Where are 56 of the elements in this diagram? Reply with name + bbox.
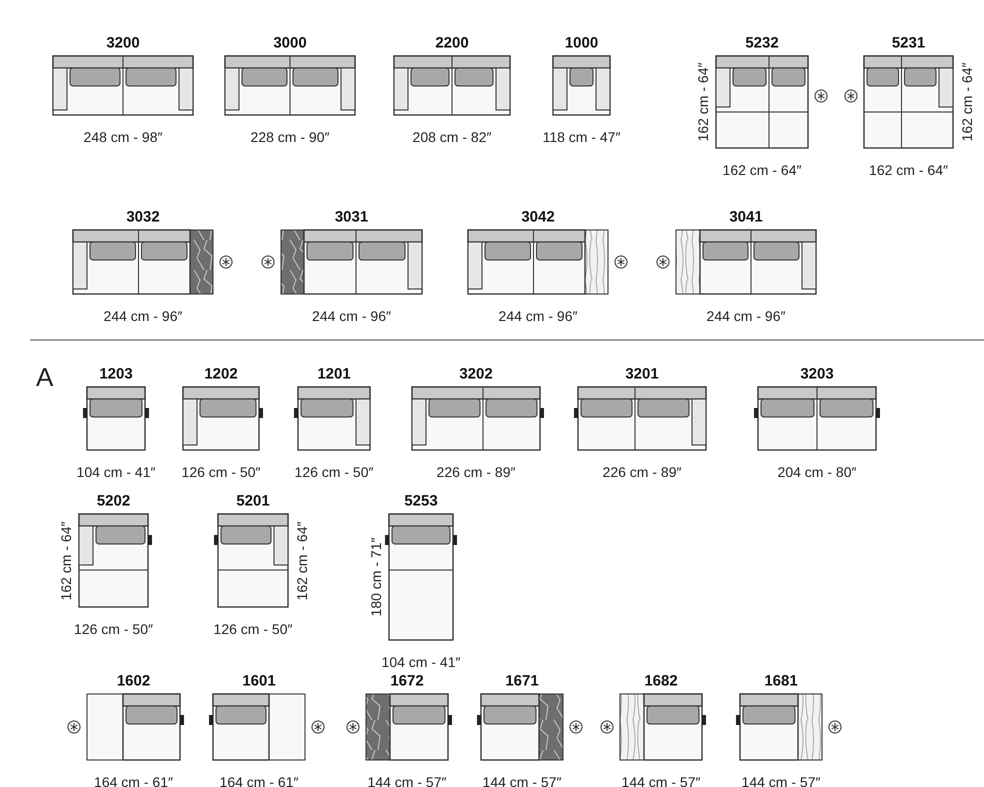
width-dimension: 228 cm - 90″ [250, 129, 330, 145]
width-dimension: 144 cm - 57″ [622, 774, 700, 787]
model-code: 1202 [204, 366, 238, 382]
model-code: 1672 [390, 672, 424, 690]
model-code: 1203 [99, 366, 133, 382]
width-dimension: 244 cm - 96″ [312, 308, 391, 324]
model-code: 1601 [242, 672, 276, 690]
width-dimension: 162 cm - 64″ [869, 162, 948, 178]
width-dimension: 126 cm - 50″ [294, 464, 374, 480]
width-dimension: 226 cm - 89″ [436, 464, 516, 480]
width-dimension: 126 cm - 50″ [182, 464, 260, 480]
width-dimension: 118 cm - 47″ [542, 129, 620, 145]
width-dimension: 248 cm - 98″ [84, 129, 162, 145]
width-dimension: 244 cm - 96″ [104, 308, 182, 324]
model-code: 1201 [317, 366, 351, 382]
section-letter: A [36, 362, 54, 393]
width-dimension: 162 cm - 64″ [722, 162, 802, 178]
model-code: 3203 [800, 366, 834, 382]
model-code: 5201 [236, 492, 270, 510]
model-code: 5232 [745, 34, 779, 52]
width-dimension: 104 cm - 41″ [382, 654, 460, 670]
width-dimension: 244 cm - 96″ [706, 308, 786, 324]
model-code: 3031 [334, 208, 368, 226]
model-code: 1681 [764, 672, 798, 690]
width-dimension: 164 cm - 61″ [94, 774, 173, 787]
width-dimension: 104 cm - 41″ [76, 464, 156, 480]
model-code: 1682 [644, 672, 678, 690]
model-code: 3041 [729, 208, 763, 226]
model-code: 3042 [521, 208, 555, 226]
depth-dimension: 162 cm - 64″ [695, 62, 711, 142]
model-code: 3202 [459, 366, 493, 382]
model-code: 1671 [505, 672, 539, 690]
model-code: 5253 [404, 492, 438, 510]
model-code: 2200 [435, 34, 469, 52]
width-dimension: 126 cm - 50″ [214, 621, 292, 637]
width-dimension: 144 cm - 57″ [742, 774, 820, 787]
width-dimension: 244 cm - 96″ [498, 308, 578, 324]
model-code: 1602 [116, 672, 150, 690]
width-dimension: 204 cm - 80″ [778, 464, 856, 480]
model-code: 3200 [106, 34, 140, 52]
width-dimension: 126 cm - 50″ [74, 621, 153, 637]
width-dimension: 226 cm - 89″ [602, 464, 682, 480]
width-dimension: 164 cm - 61″ [220, 774, 298, 787]
model-code: 3201 [625, 366, 659, 382]
model-code: 1000 [564, 34, 598, 52]
model-code: 3000 [273, 34, 307, 52]
depth-dimension: 162 cm - 64″ [58, 521, 74, 600]
model-code: 5231 [892, 34, 926, 52]
depth-dimension: 180 cm - 71″ [368, 538, 384, 616]
depth-dimension: 162 cm - 64″ [294, 521, 310, 600]
width-dimension: 144 cm - 57″ [482, 774, 562, 787]
depth-dimension: 162 cm - 64″ [959, 62, 975, 142]
model-code: 3032 [126, 208, 160, 226]
width-dimension: 208 cm - 82″ [412, 129, 492, 145]
model-code: 5202 [96, 492, 130, 510]
width-dimension: 144 cm - 57″ [368, 774, 446, 787]
